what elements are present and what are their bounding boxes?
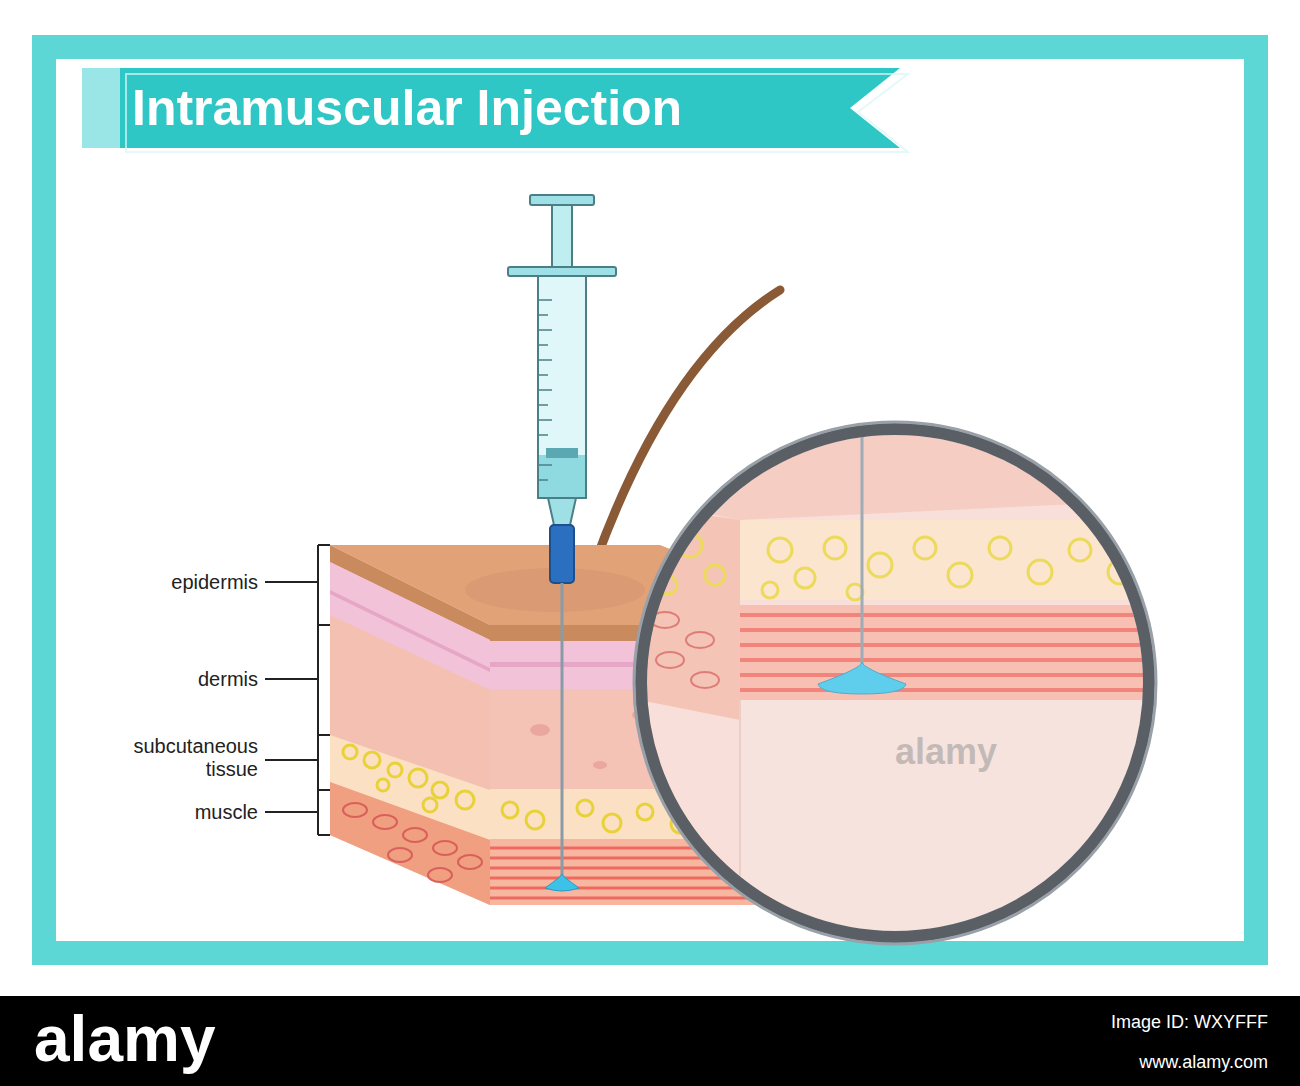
ribbon-shadow <box>126 74 908 152</box>
skin-left-face <box>330 545 490 905</box>
watermark-logo: alamy <box>34 1003 334 1077</box>
magnifier-rim <box>641 429 1149 937</box>
ribbon-tab <box>82 68 120 148</box>
teal-frame <box>44 47 1256 953</box>
layer-label: muscle <box>98 801 258 824</box>
site-url: www.alamy.com <box>1008 1052 1268 1073</box>
layer-label: dermis <box>98 668 258 691</box>
watermark: alamy <box>895 731 1075 772</box>
left-muscle-fibers <box>343 803 482 882</box>
title-ribbon <box>120 68 900 148</box>
left-fat-cells <box>343 745 474 812</box>
title-text: Intramuscular Injection <box>132 76 682 140</box>
layer-label: subcutaneous tissue <box>108 735 258 781</box>
layer-bracket <box>265 545 330 835</box>
image-id: Image ID: WXYFFF <box>1008 1012 1268 1033</box>
page-ground <box>0 0 1300 996</box>
magnifier-rim-edge <box>634 422 1156 944</box>
bottom-bar <box>0 996 1300 1086</box>
layer-label: epidermis <box>98 571 258 594</box>
syringe <box>508 195 616 891</box>
left-muscle <box>330 782 490 905</box>
left-dermis-line <box>330 590 490 672</box>
left-dermis-band <box>330 562 490 690</box>
